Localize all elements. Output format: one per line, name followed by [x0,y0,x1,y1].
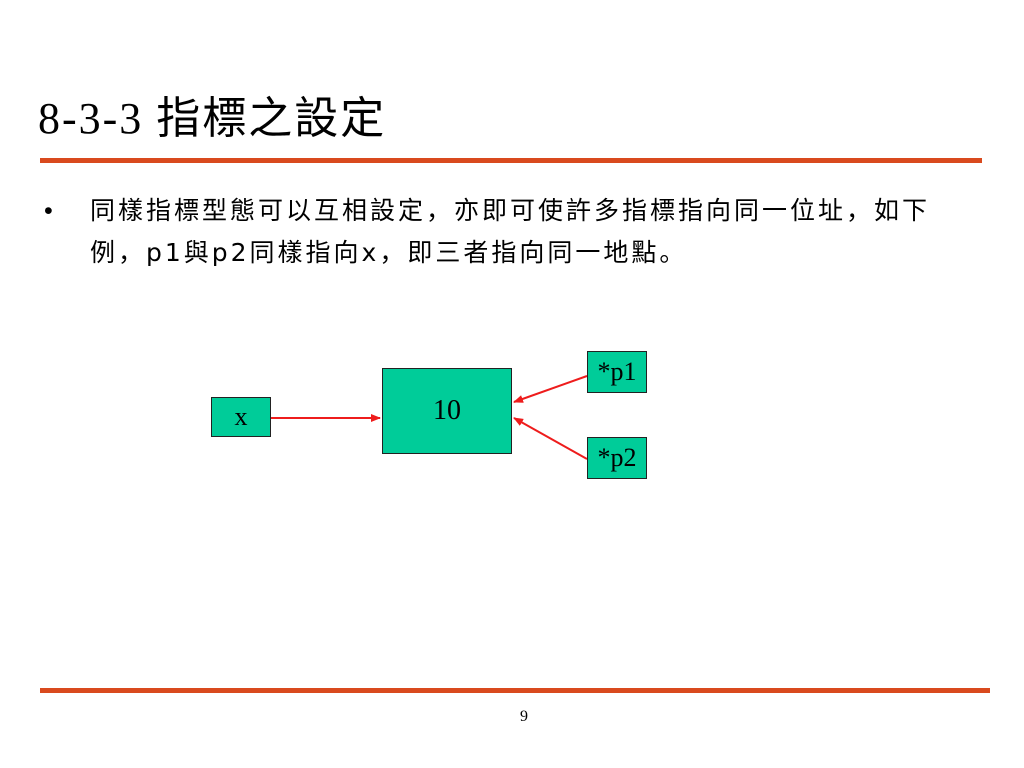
arrow-p2-to-value [513,417,588,460]
node-x: x [211,397,271,437]
arrow-p1-to-value [513,375,588,403]
node-p1: *p1 [587,351,647,393]
page-number: 9 [520,708,528,725]
slide-title: 8-3-3 指標之設定 [38,94,387,143]
bullet-marker: • [44,197,53,225]
node-value: 10 [382,368,512,454]
node-p2: *p2 [587,437,647,479]
title-divider [40,158,982,163]
bullet-text: 同樣指標型態可以互相設定，亦即可使許多指標指向同一位址，如下例，p1與p2同樣指… [90,196,931,267]
footer-divider [40,688,990,693]
